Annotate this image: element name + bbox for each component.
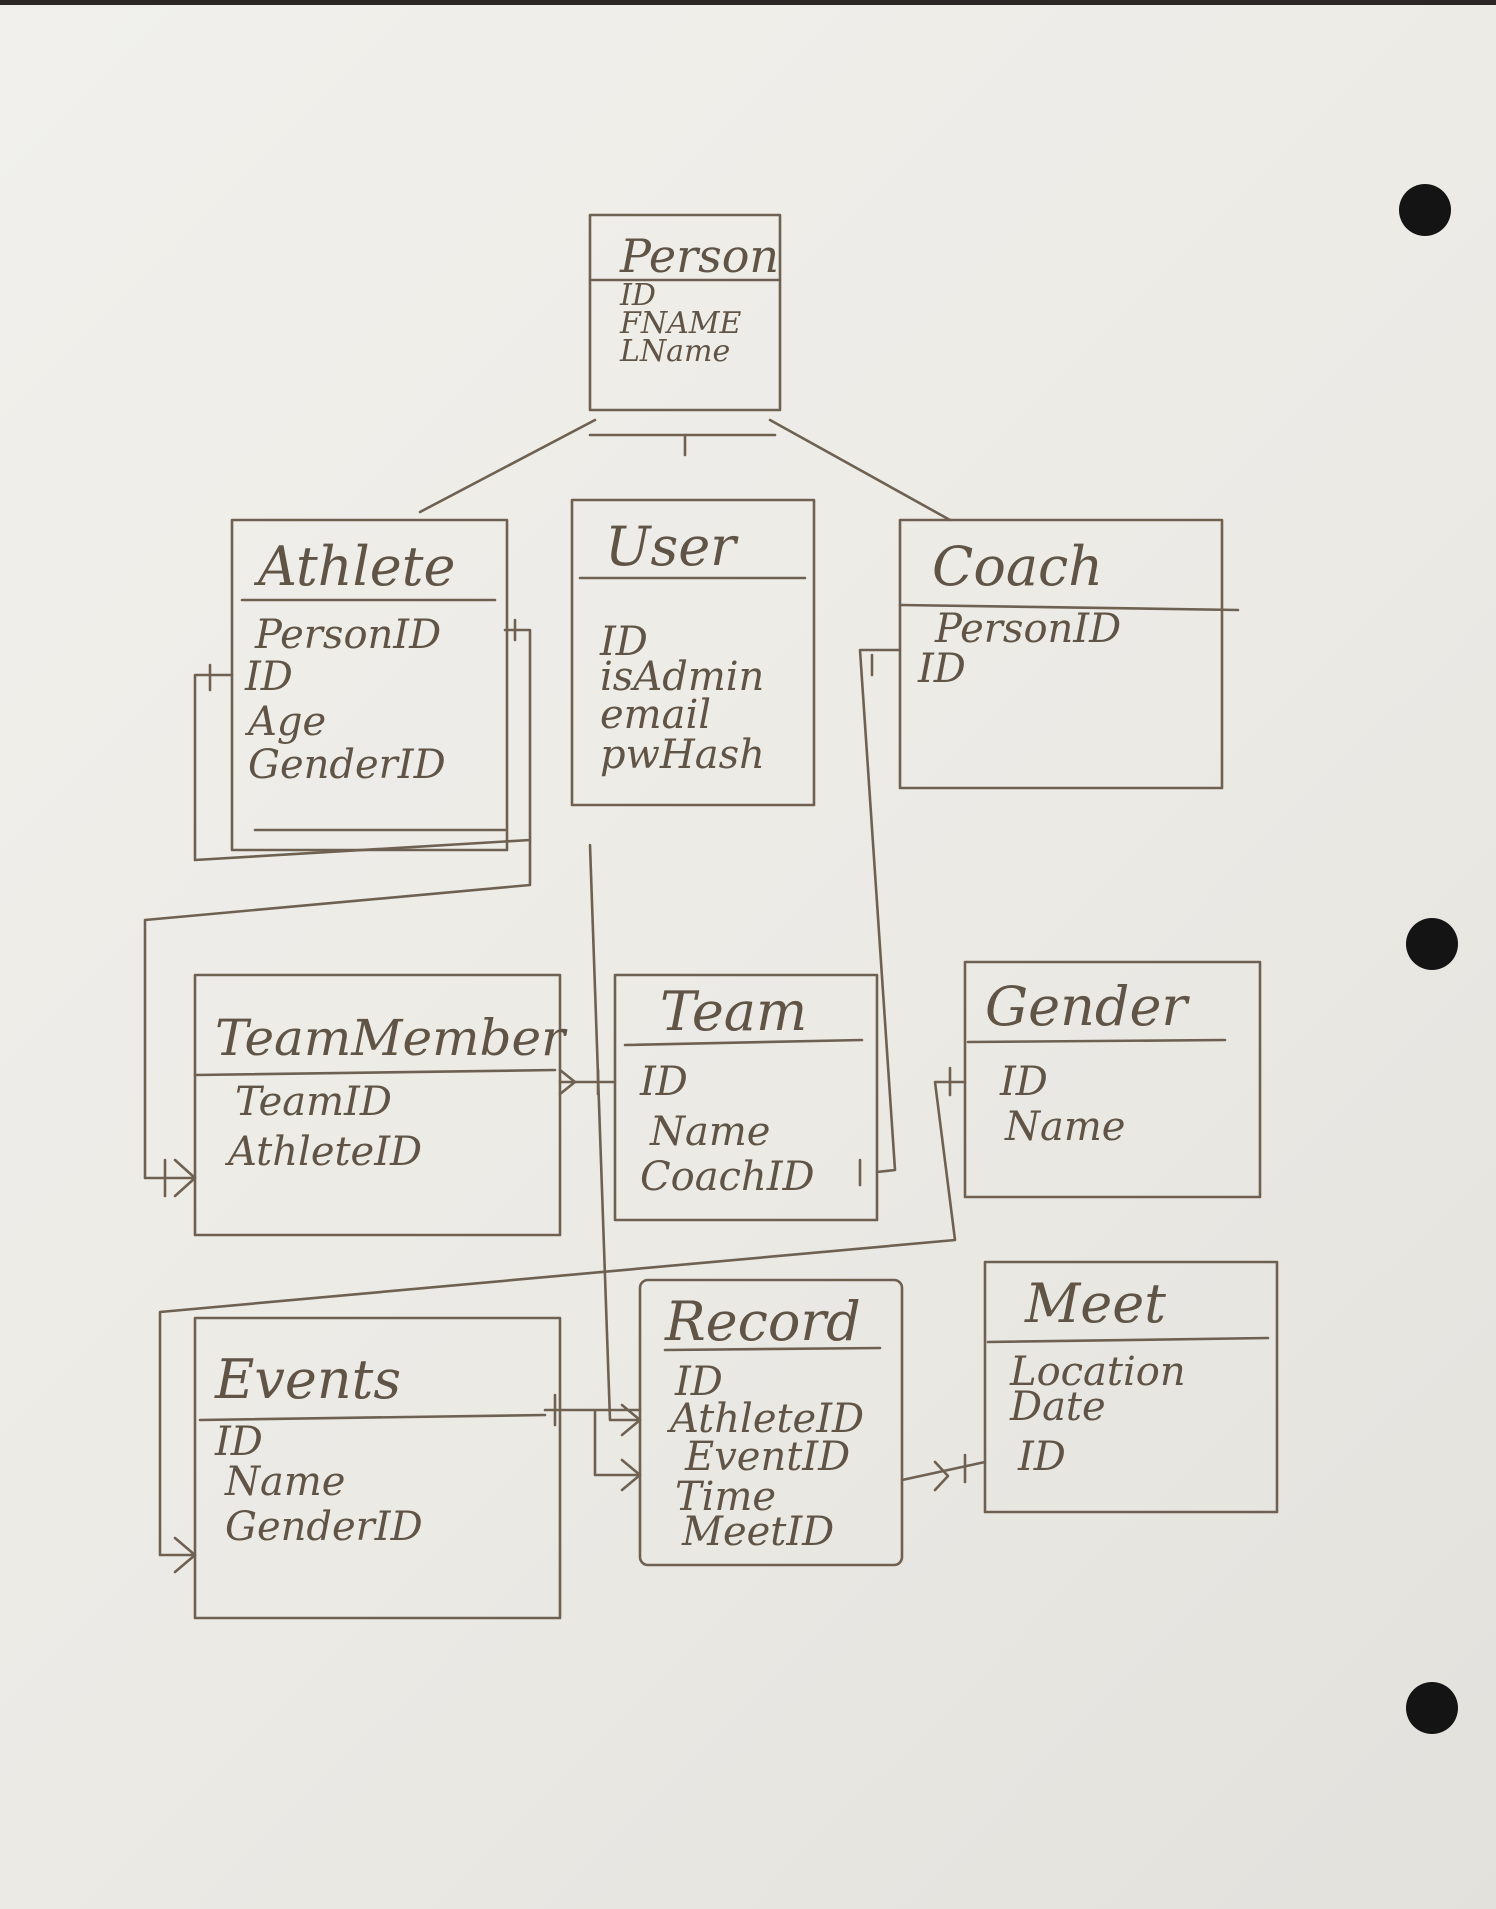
entity-field: ID	[599, 619, 648, 665]
entity-title: Events	[214, 1348, 401, 1411]
entity-field: GenderID	[225, 1504, 423, 1550]
entity-user: User ID isAdmin email pwHash	[570, 498, 816, 807]
entity-field: Location	[1009, 1349, 1186, 1395]
entity-title: User	[605, 515, 739, 578]
entity-field: ID	[619, 278, 656, 313]
binder-hole-top	[1399, 184, 1451, 236]
entity-title: Person	[619, 229, 779, 283]
relationship-lines	[143, 618, 987, 1574]
entity-field: pwHash	[600, 732, 765, 778]
entity-person: Person ID FNAME LName	[588, 213, 782, 437]
entity-events: Events ID Name GenderID	[193, 1316, 562, 1620]
entity-field: ID	[917, 646, 966, 692]
entity-field: ID	[674, 1359, 723, 1405]
entity-field: CoachID	[640, 1154, 815, 1200]
entity-field: LName	[619, 334, 730, 369]
entity-field: MeetID	[681, 1509, 834, 1555]
entity-field: FNAME	[619, 306, 741, 341]
entity-field: ID	[1017, 1434, 1066, 1480]
entity-field: Time	[675, 1474, 776, 1520]
entity-title: Meet	[1024, 1272, 1166, 1335]
entity-field: AthleteID	[224, 1129, 422, 1175]
entity-field: GenderID	[248, 742, 446, 788]
entity-field: isAdmin	[600, 654, 764, 700]
entity-athlete: Athlete PersonID ID Age GenderID	[230, 518, 509, 852]
entity-field: EventID	[684, 1434, 850, 1480]
entity-field: AthleteID	[666, 1396, 864, 1442]
entity-field: PersonID	[934, 606, 1121, 652]
entity-title: Coach	[932, 535, 1103, 598]
entity-title: Record	[664, 1290, 861, 1353]
entity-field: Name	[649, 1109, 770, 1155]
entity-field: ID	[999, 1059, 1048, 1105]
entity-team: Team ID Name CoachID	[613, 973, 879, 1222]
entity-field: Age	[244, 699, 326, 745]
entity-record: Record ID AthleteID EventID Time MeetID	[638, 1278, 904, 1567]
entity-field: Name	[224, 1459, 345, 1505]
entity-field: PersonID	[254, 612, 441, 658]
entity-coach: Coach PersonID ID	[898, 518, 1240, 790]
photo-top-edge	[0, 0, 1496, 5]
entity-field: TeamID	[235, 1079, 392, 1125]
entity-gender: Gender ID Name	[963, 960, 1262, 1199]
entity-field: email	[600, 692, 711, 738]
entity-field: ID	[214, 1419, 263, 1465]
entity-title: Gender	[985, 975, 1190, 1038]
entity-meet: Meet Location Date ID	[983, 1260, 1279, 1514]
entity-field: ID	[244, 654, 293, 700]
entity-field: ID	[639, 1059, 688, 1105]
entity-teammember: TeamMember TeamID AthleteID	[193, 973, 568, 1237]
binder-hole-middle	[1406, 918, 1458, 970]
entity-title: TeamMember	[215, 1009, 568, 1067]
inheritance-lines	[418, 418, 952, 522]
entity-field: Name	[1004, 1104, 1125, 1150]
entity-title: Athlete	[253, 535, 455, 598]
binder-hole-bottom	[1406, 1682, 1458, 1734]
entity-field: Date	[1009, 1384, 1106, 1430]
entity-title: Team	[660, 980, 807, 1043]
